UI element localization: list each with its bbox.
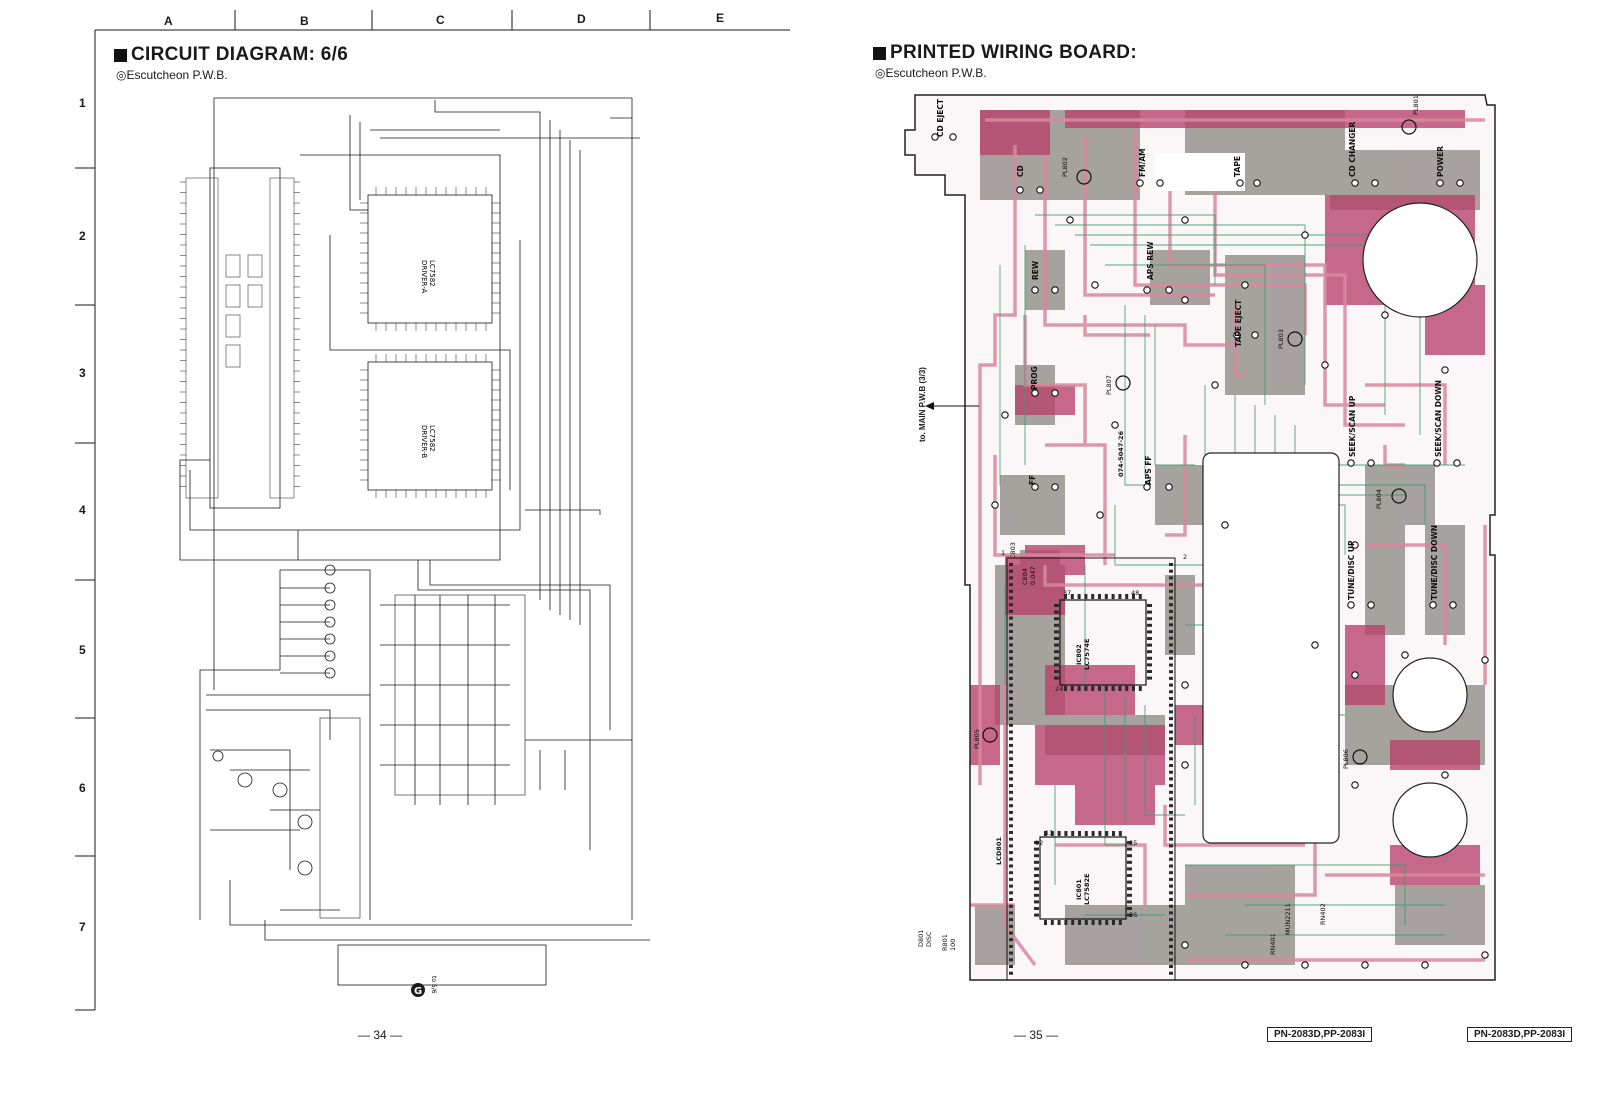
label-c804-value: 0.047 (1029, 566, 1037, 585)
column-header-strip (95, 10, 790, 31)
label-aps-ff: APS FF (1144, 455, 1153, 485)
printed-wiring-board: CD EJECT CD FM/AM TAPE CD CHANGER POWER … (904, 94, 1496, 981)
label-pin-25: 25 (1129, 839, 1137, 847)
row-label-6: 6 (79, 781, 86, 795)
to-main-pwb-label: to. MAIN P.W.B (3/3) (918, 367, 927, 442)
ic-driver-a-part-label: LC7582 (428, 260, 436, 287)
label-prog: PROG (1030, 366, 1039, 390)
label-d801: D801 (917, 930, 925, 947)
label-rn401: RN401 (1269, 933, 1277, 955)
label-ff: FF (1028, 475, 1037, 485)
row-label-4: 4 (79, 503, 86, 517)
row-gutter (75, 30, 96, 1011)
pl801-footprint (1401, 119, 1417, 135)
label-pl803: PL803 (1277, 329, 1285, 349)
column-label-b: B (300, 14, 309, 28)
label-pl804: PL804 (1375, 489, 1383, 509)
label-lcd801: LCD801 (995, 837, 1003, 865)
label-tape: TAPE (1233, 156, 1242, 177)
connector-g-marker-icon (411, 983, 425, 997)
title-bullet-icon (114, 48, 127, 62)
label-cd-eject: CD EJECT (936, 98, 945, 137)
label-pin-2: 2 (1183, 553, 1187, 561)
page-number-left: — 34 — (358, 1028, 403, 1042)
pwb-subtitle: ◎Escutcheon P.W.B. (875, 66, 987, 80)
ic-driver-b-part-label: LC7582 (428, 425, 436, 452)
label-pl806: PL806 (1342, 749, 1350, 769)
label-lc7574e: LC7574E (1083, 639, 1091, 670)
row-label-3: 3 (79, 366, 86, 380)
board-outline (904, 94, 1496, 981)
connector-g-sub-label: to 5/6 (430, 976, 437, 994)
schematic-drawing: LC7582 DRIVER-A LC7582 DRIVER-B G to 5/6 (179, 97, 650, 997)
right-page: PRINTED WIRING BOARD: ◎Escutcheon P.W.B. (800, 0, 1600, 1095)
pl802-footprint (1076, 169, 1092, 185)
left-page: A B C D E 1 2 3 4 5 6 7 CIRCUIT DIAGRAM:… (75, 10, 790, 1042)
label-rn402: RN402 (1319, 903, 1327, 925)
label-pl802: PL802 (1061, 157, 1069, 177)
row-label-7: 7 (79, 920, 86, 934)
label-pin-37: 37 (1063, 589, 1071, 597)
label-r801: R801 (941, 934, 949, 951)
label-rew: REW (1031, 260, 1040, 280)
label-disc: DISC (925, 931, 933, 947)
label-ic802: IC802 (1075, 644, 1083, 665)
label-pl805: PL805 (973, 729, 981, 749)
row-label-5: 5 (79, 643, 86, 657)
to-main-pwb-arrow-icon (925, 402, 979, 410)
label-fm-am: FM/AM (1138, 148, 1147, 177)
column-label-a: A (164, 14, 173, 28)
connector-g-label: G (414, 986, 422, 997)
label-lc7582e: LC7582E (1083, 874, 1091, 905)
label-tune-disc-down: TUNE/DISC DOWN (1430, 525, 1439, 600)
label-cd: CD (1016, 165, 1025, 177)
column-label-d: D (577, 12, 586, 26)
label-tape-eject: TAPE EJECT (1234, 299, 1243, 347)
label-c803: C803 (1009, 542, 1017, 559)
label-ic801: IC801 (1075, 879, 1083, 900)
label-pl807: PL807 (1105, 375, 1113, 395)
label-pin-1: 1 (1001, 549, 1005, 557)
label-mun2211: MUN2211 (1284, 903, 1292, 935)
page-number-right: — 35 — (1014, 1028, 1059, 1042)
pl805-footprint (982, 727, 998, 743)
pwb-title: PRINTED WIRING BOARD: (873, 42, 1137, 64)
circuit-diagram-subtitle: ◎Escutcheon P.W.B. (116, 68, 228, 82)
column-label-c: C (436, 13, 445, 27)
label-cd-changer: CD CHANGER (1348, 122, 1357, 177)
label-tune-disc-up: TUNE/DISC UP (1347, 540, 1356, 600)
label-seek-scan-up: SEEK/SCAN UP (1348, 395, 1357, 457)
label-pin-12: 12 (1035, 839, 1043, 847)
label-pl801: PL801 (1412, 95, 1420, 115)
ic-driver-a-name-label: DRIVER-A (420, 260, 428, 293)
pl807-footprint (1115, 375, 1131, 391)
label-pin-36: 36 (1129, 911, 1137, 919)
label-c804: C804 (1021, 568, 1029, 585)
label-r801-value: 100 (949, 939, 957, 951)
row-label-2: 2 (79, 229, 86, 243)
label-part-number: 074-5047-26 (1117, 430, 1125, 477)
pl806-footprint (1352, 749, 1368, 765)
label-power: POWER (1436, 146, 1445, 177)
model-tag-2: PN-2083D,PP-2083I (1467, 1027, 1573, 1042)
row-label-1: 1 (79, 96, 86, 110)
title-bullet-icon (873, 46, 886, 60)
pl804-footprint (1391, 488, 1407, 504)
column-label-e: E (716, 11, 725, 25)
label-pin-13: 13 (1045, 829, 1053, 837)
label-pin-48: 48 (1131, 589, 1139, 597)
model-tag-1: PN-2083D,PP-2083I (1267, 1027, 1373, 1042)
pl803-footprint (1287, 331, 1303, 347)
label-pin-24: 24 (1055, 685, 1063, 693)
label-aps-rew: APS REW (1146, 241, 1155, 280)
circuit-diagram-title: CIRCUIT DIAGRAM: 6/6 (114, 44, 348, 66)
label-seek-scan-down: SEEK/SCAN DOWN (1434, 380, 1443, 457)
ic-driver-b-name-label: DRIVER-B (420, 425, 428, 458)
